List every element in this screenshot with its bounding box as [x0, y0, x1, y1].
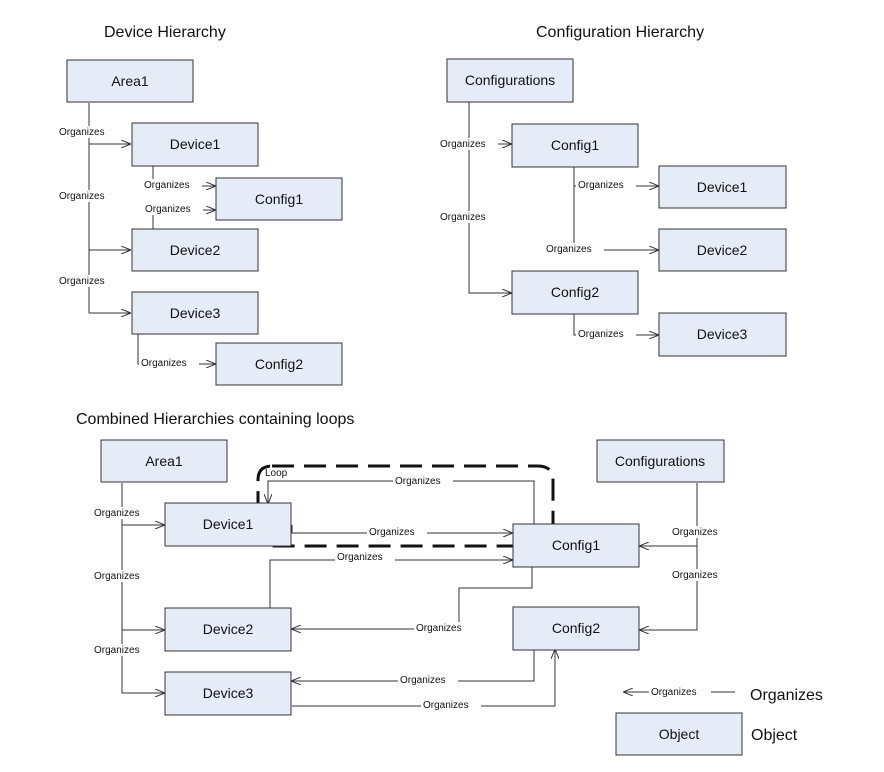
svg-text:Organizes: Organizes [59, 191, 105, 202]
svg-text:Device1: Device1 [697, 179, 748, 195]
svg-text:Organizes: Organizes [416, 623, 462, 634]
loop-label: Loop [265, 468, 288, 479]
edge-label: Organizes [438, 138, 498, 150]
node-config2: Config2 [215, 342, 343, 386]
svg-text:Organizes: Organizes [578, 180, 624, 191]
node-area1: Area1 [100, 439, 228, 483]
legend-arrow-label: Organizes [651, 687, 697, 698]
svg-text:Organizes: Organizes [145, 204, 191, 215]
edge-label: Organizes [57, 190, 119, 202]
combined-hierarchy-nodes: Area1 Configurations Device1 Config1 Dev… [100, 439, 725, 716]
svg-text:Config2: Config2 [551, 284, 599, 300]
edge-label: Organizes [57, 126, 119, 138]
node-configurations: Configurations [446, 58, 574, 103]
svg-text:Configurations: Configurations [615, 453, 705, 469]
node-device2: Device2 [131, 228, 259, 272]
node-config1: Config1 [215, 177, 343, 221]
edge-label: Organizes [670, 526, 730, 538]
svg-text:Organizes: Organizes [369, 527, 415, 538]
svg-text:Config2: Config2 [552, 620, 600, 636]
edge-label: Organizes [421, 699, 481, 711]
edge-label: Organizes [544, 243, 604, 255]
svg-text:Organizes: Organizes [144, 180, 190, 191]
node-configurations: Configurations [596, 439, 725, 483]
node-config1: Config1 [511, 123, 639, 168]
edge-label: Organizes [438, 211, 498, 223]
node-config1: Config1 [512, 523, 640, 568]
edge-label: Organizes [393, 475, 453, 487]
edge-label: Organizes [92, 507, 152, 519]
node-device2: Device2 [658, 228, 787, 272]
svg-text:Device3: Device3 [203, 685, 254, 701]
svg-text:Organizes: Organizes [141, 358, 187, 369]
node-config2: Config2 [512, 606, 640, 651]
node-device1: Device1 [658, 165, 787, 209]
node-device3: Device3 [131, 291, 259, 335]
node-device3: Device3 [658, 312, 787, 357]
svg-text:Area1: Area1 [145, 453, 183, 469]
edge-labels: Organizes Organizes Organizes Organizes … [57, 126, 730, 711]
svg-text:Device1: Device1 [203, 516, 254, 532]
svg-text:Organizes: Organizes [423, 700, 469, 711]
legend: Organizes Organizes Object Object [615, 686, 823, 756]
edge-label: Organizes [142, 179, 202, 191]
svg-text:Organizes: Organizes [337, 552, 383, 563]
svg-text:Organizes: Organizes [440, 139, 486, 150]
edge-label: Organizes [57, 275, 119, 287]
node-device1: Device1 [164, 502, 292, 547]
edge-label: Organizes [367, 526, 427, 538]
svg-text:Organizes: Organizes [59, 276, 105, 287]
svg-text:Device3: Device3 [697, 326, 748, 342]
svg-text:Device2: Device2 [170, 242, 221, 258]
svg-text:Organizes: Organizes [94, 571, 140, 582]
combined-hierarchies-title: Combined Hierarchies containing loops [76, 411, 354, 428]
svg-text:Organizes: Organizes [395, 476, 441, 487]
edge-label: Organizes [670, 569, 730, 581]
configuration-hierarchy-title: Configuration Hierarchy [536, 24, 704, 41]
svg-text:Organizes: Organizes [94, 645, 140, 656]
svg-text:Area1: Area1 [111, 73, 149, 89]
legend-object-text: Object [751, 727, 798, 744]
edge-label: Organizes [576, 179, 636, 191]
node-area1: Area1 [66, 59, 194, 103]
edge-label: Organizes [576, 328, 636, 340]
edge-label: Organizes [139, 357, 199, 369]
edge-label: Organizes [335, 551, 395, 563]
node-device1: Device1 [131, 122, 259, 167]
legend-object-box: Object [615, 712, 743, 756]
svg-text:Organizes: Organizes [672, 570, 718, 581]
svg-text:Configurations: Configurations [465, 72, 555, 88]
combined-hierarchy-edges [121, 464, 698, 707]
legend-reference-text: Organizes [750, 687, 823, 704]
svg-text:Organizes: Organizes [672, 527, 718, 538]
svg-text:Config1: Config1 [552, 537, 600, 553]
svg-text:Object: Object [659, 726, 700, 742]
node-device2: Device2 [164, 607, 292, 652]
svg-text:Organizes: Organizes [94, 508, 140, 519]
svg-text:Device2: Device2 [697, 242, 748, 258]
node-config2: Config2 [511, 270, 639, 315]
svg-text:Config1: Config1 [255, 191, 303, 207]
edge-label: Organizes [398, 674, 458, 686]
svg-text:Config1: Config1 [551, 137, 599, 153]
edge-label: Organizes [414, 622, 474, 634]
svg-text:Organizes: Organizes [440, 212, 486, 223]
svg-text:Organizes: Organizes [546, 244, 592, 255]
svg-text:Config2: Config2 [255, 356, 303, 372]
configuration-hierarchy-nodes: Configurations Config1 Device1 Device2 C… [446, 58, 787, 357]
svg-text:Organizes: Organizes [578, 329, 624, 340]
svg-text:Device1: Device1 [170, 136, 221, 152]
edge-label: Organizes [92, 644, 152, 656]
svg-text:Device2: Device2 [203, 621, 254, 637]
svg-text:Organizes: Organizes [400, 675, 446, 686]
edge-label: Organizes [143, 203, 203, 215]
edge-label: Organizes [92, 570, 152, 582]
device-hierarchy-title: Device Hierarchy [104, 24, 226, 41]
node-device3: Device3 [164, 671, 292, 716]
device-hierarchy-nodes: Area1 Device1 Config1 Device2 Device3 Co… [66, 59, 343, 386]
svg-text:Device3: Device3 [170, 305, 221, 321]
svg-text:Organizes: Organizes [59, 127, 105, 138]
